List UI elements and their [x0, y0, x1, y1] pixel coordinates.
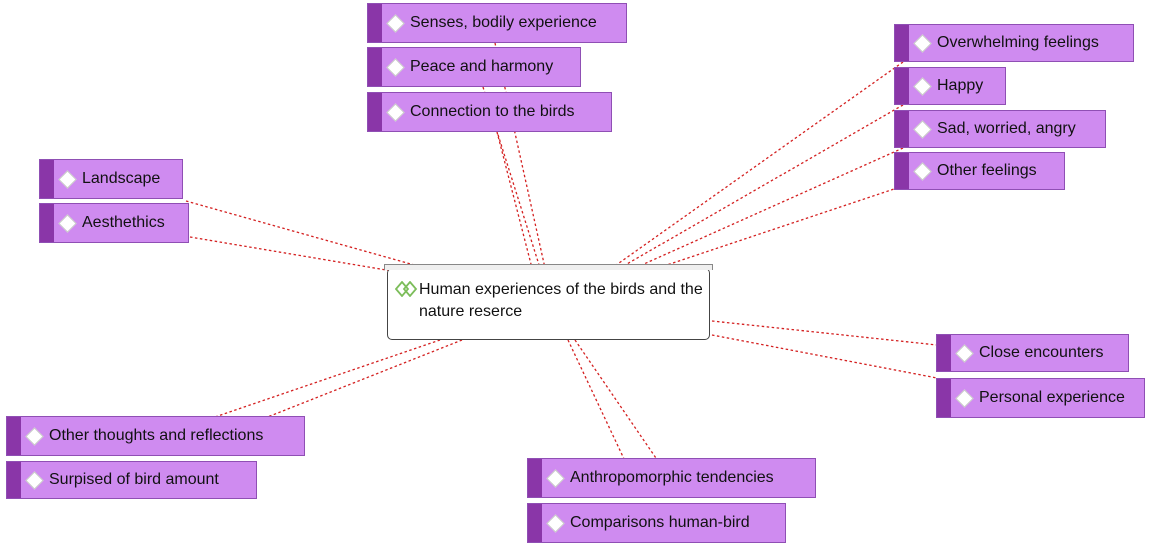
node-personal-experience[interactable]: Personal experience: [936, 378, 1145, 418]
node-label: Close encounters: [979, 344, 1104, 361]
node-peace[interactable]: Peace and harmony: [367, 47, 581, 87]
diamond-icon: [913, 161, 932, 181]
node-senses[interactable]: Senses, bodily experience: [367, 3, 627, 43]
node-label: Senses, bodily experience: [410, 14, 597, 31]
node-label: Other thoughts and reflections: [49, 427, 264, 444]
node-label: Overwhelming feelings: [937, 34, 1099, 51]
node-color-bar: [937, 335, 951, 371]
node-color-bar: [895, 68, 909, 104]
node-label: Surpised of bird amount: [49, 471, 219, 488]
node-color-bar: [368, 93, 382, 131]
node-color-bar: [528, 459, 542, 497]
node-color-bar: [895, 25, 909, 61]
node-label: Personal experience: [979, 389, 1125, 406]
node-anthropomorphic[interactable]: Anthropomorphic tendencies: [527, 458, 816, 498]
diamond-icon: [386, 57, 405, 77]
link-overwhelming: [611, 61, 904, 269]
node-close-encounters[interactable]: Close encounters: [936, 334, 1129, 372]
diamond-icon: [386, 102, 405, 122]
node-label: Sad, worried, angry: [937, 120, 1076, 137]
node-color-bar: [368, 48, 382, 86]
diamond-icon: [25, 470, 44, 490]
node-overwhelming[interactable]: Overwhelming feelings: [894, 24, 1134, 62]
link-senses: [494, 42, 546, 269]
node-label: Peace and harmony: [410, 58, 554, 75]
diamond-icon: [386, 13, 405, 33]
node-label: Comparisons human-bird: [570, 514, 750, 531]
link-happy: [619, 104, 904, 269]
node-surprised[interactable]: Surpised of bird amount: [6, 461, 257, 499]
link-comparisons: [574, 339, 659, 462]
central-node[interactable]: Human experiences of the birds and the n…: [384, 264, 713, 340]
node-label: Connection to the birds: [410, 103, 575, 120]
node-happy[interactable]: Happy: [894, 67, 1006, 105]
node-color-bar: [40, 204, 54, 242]
node-color-bar: [528, 504, 542, 542]
link-other-feelings: [657, 185, 904, 269]
node-other-feelings[interactable]: Other feelings: [894, 152, 1065, 190]
node-other-thoughts[interactable]: Other thoughts and reflections: [6, 416, 305, 456]
link-other-thoughts: [211, 339, 441, 419]
diamond-icon: [25, 426, 44, 446]
node-color-bar: [7, 462, 21, 498]
node-landscape[interactable]: Landscape: [39, 159, 183, 199]
double-diamond-icon: [395, 281, 418, 297]
node-color-bar: [40, 160, 54, 198]
node-comparisons[interactable]: Comparisons human-bird: [527, 503, 786, 543]
node-color-bar: [368, 4, 382, 42]
diamond-icon: [913, 119, 932, 139]
diamond-icon: [546, 468, 565, 488]
diamond-icon: [58, 213, 77, 233]
node-label: Landscape: [82, 170, 161, 187]
diamond-icon: [58, 169, 77, 189]
diamond-icon: [546, 513, 565, 533]
central-node-tab: [384, 264, 713, 270]
link-anthropomorphic: [567, 339, 626, 462]
link-personal: [711, 334, 938, 379]
node-color-bar: [937, 379, 951, 417]
link-aesthetics: [189, 236, 399, 273]
node-sad[interactable]: Sad, worried, angry: [894, 110, 1106, 148]
node-color-bar: [7, 417, 21, 455]
node-label: Anthropomorphic tendencies: [570, 469, 774, 486]
central-node-title: Human experiences of the birds and the n…: [419, 281, 703, 320]
node-aesthetics[interactable]: Aesthethics: [39, 203, 189, 243]
node-color-bar: [895, 111, 909, 147]
diamond-icon: [913, 33, 932, 53]
link-sad: [634, 147, 904, 269]
link-landscape: [185, 200, 426, 269]
diamond-icon: [913, 76, 932, 96]
node-connection[interactable]: Connection to the birds: [367, 92, 612, 132]
link-surprised: [259, 339, 463, 421]
diamond-icon: [955, 343, 974, 363]
diamond-icon: [955, 388, 974, 408]
node-label: Aesthethics: [82, 214, 165, 231]
node-label: Other feelings: [937, 162, 1037, 179]
node-color-bar: [895, 153, 909, 189]
node-label: Happy: [937, 77, 984, 94]
link-close: [711, 320, 938, 346]
link-connection: [496, 131, 533, 269]
